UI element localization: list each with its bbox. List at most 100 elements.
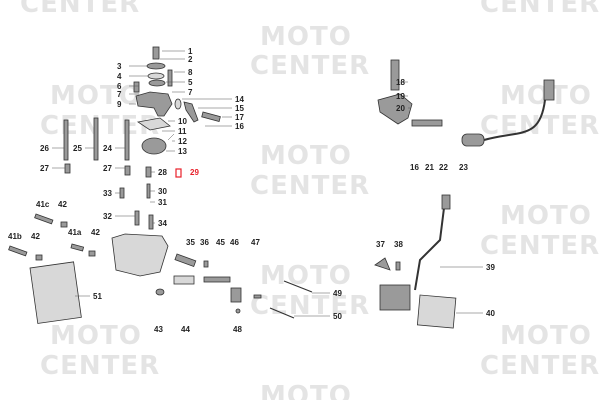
carb-body-part <box>111 233 169 277</box>
washer-part <box>235 308 241 314</box>
part-label-5: 5 <box>188 78 193 87</box>
part-label-38: 38 <box>394 240 403 249</box>
part-label-41b: 41b <box>8 232 22 241</box>
part-label-33: 33 <box>103 189 112 198</box>
bolt-part <box>167 69 173 87</box>
wire-part <box>414 199 446 291</box>
jet-part <box>134 210 140 226</box>
needle-part <box>93 117 99 161</box>
slide-part <box>174 253 197 267</box>
screw-part <box>253 294 262 299</box>
part-label-31: 31 <box>158 198 167 207</box>
watermark-text: MOTO <box>260 141 352 171</box>
spring-part <box>60 221 68 228</box>
spring-part <box>124 165 131 176</box>
part-label-35: 35 <box>186 238 195 247</box>
pin-part <box>167 133 175 141</box>
part-label-3: 3 <box>117 62 122 71</box>
bolt-part <box>411 119 443 127</box>
part-label-7: 7 <box>188 88 193 97</box>
part-label-25: 25 <box>73 144 82 153</box>
screw-part <box>70 243 85 252</box>
lever-part <box>390 59 400 91</box>
watermark-text: MOTO <box>260 381 352 400</box>
part-label-36: 36 <box>200 238 209 247</box>
part-label-15: 15 <box>235 104 244 113</box>
part-label-16: 16 <box>235 122 244 131</box>
cap-part <box>146 62 166 70</box>
watermark-text: CENTER <box>20 0 140 19</box>
part-label-51: 51 <box>93 292 102 301</box>
watermark-text: MOTO <box>500 201 592 231</box>
part-label-40: 40 <box>486 309 495 318</box>
banjo-bolt-part <box>201 111 221 122</box>
part-label-23: 23 <box>459 163 468 172</box>
highlighted-part-29 <box>175 168 182 178</box>
watermark-layer: CENTERCENTERMOTOCENTERMOTOCENTERMOTOCENT… <box>20 0 600 400</box>
part-label-13: 13 <box>178 147 187 156</box>
watermark-text: CENTER <box>40 111 160 141</box>
part-label-44: 44 <box>181 325 190 334</box>
jet-part <box>148 214 154 230</box>
part-label-46: 46 <box>230 238 239 247</box>
fuel-hose-part <box>483 79 549 141</box>
part-label-27: 27 <box>103 164 112 173</box>
ring-part <box>148 79 166 87</box>
connector-part <box>441 194 451 210</box>
float-part <box>141 137 167 155</box>
part-label-26: 26 <box>40 144 49 153</box>
needle-part <box>124 119 130 161</box>
parts-drawing <box>8 46 555 329</box>
part-label-43: 43 <box>154 325 163 334</box>
spring-part <box>88 250 96 257</box>
part-label-16: 16 <box>410 163 419 172</box>
part-label-47: 47 <box>251 238 260 247</box>
part-label-19: 19 <box>396 92 405 101</box>
part-label-9: 9 <box>117 100 122 109</box>
needle-part <box>63 119 69 161</box>
part-label-8: 8 <box>188 68 193 77</box>
part-label-2: 2 <box>188 55 193 64</box>
gasket-kit-bag-part <box>29 261 82 324</box>
part-label-18: 18 <box>396 78 405 87</box>
sensor-part <box>379 284 411 311</box>
part-label-1: 1 <box>188 47 193 56</box>
part-label-49: 49 <box>333 289 342 298</box>
watermark-text: CENTER <box>480 231 600 261</box>
rod-part <box>269 307 295 319</box>
part-label-50: 50 <box>333 312 342 321</box>
watermark-text: CENTER <box>250 171 370 201</box>
gasket-part <box>136 117 171 131</box>
part-label-6: 6 <box>117 82 122 91</box>
watermark-text: CENTER <box>40 351 160 381</box>
tap-body-part <box>377 93 413 125</box>
jet-part <box>119 187 125 199</box>
gasket-part <box>147 72 165 80</box>
part-label-11: 11 <box>178 127 187 136</box>
screw-part <box>133 81 140 93</box>
watermark-text: CENTER <box>480 351 600 381</box>
watermark-text: MOTO <box>260 261 352 291</box>
part-label-42: 42 <box>58 200 67 209</box>
part-label-41c: 41c <box>36 200 50 209</box>
part-label-29: 29 <box>190 168 199 177</box>
part-label-42: 42 <box>91 228 100 237</box>
part-label-17: 17 <box>235 113 244 122</box>
watermark-text: MOTO <box>260 22 352 52</box>
part-label-4: 4 <box>117 72 122 81</box>
banjo-part <box>183 101 199 123</box>
spring-part <box>35 254 43 261</box>
nut-part <box>155 288 165 296</box>
screw-part <box>203 260 209 268</box>
hose-connector-part <box>543 79 555 101</box>
jet-part <box>145 166 152 178</box>
part-label-14: 14 <box>235 95 244 104</box>
part-label-21: 21 <box>425 163 434 172</box>
part-label-28: 28 <box>158 168 167 177</box>
jet-part <box>146 183 151 199</box>
watermark-text: CENTER <box>480 0 600 19</box>
part-label-20: 20 <box>396 104 405 113</box>
part-label-48: 48 <box>233 325 242 334</box>
part-label-22: 22 <box>439 163 448 172</box>
